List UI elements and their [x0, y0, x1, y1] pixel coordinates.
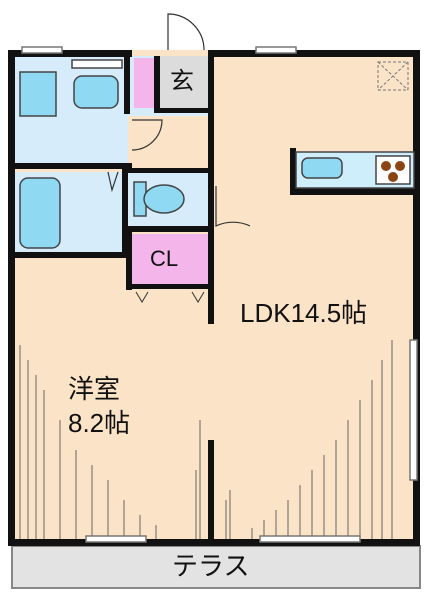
terrace-label: テラス: [172, 551, 250, 581]
refrigerator-space: [377, 61, 409, 91]
interior-walls: [8, 50, 414, 540]
wash-basin: [19, 71, 57, 117]
door-swings: [107, 13, 251, 227]
ldk-floor-lines: [225, 340, 393, 540]
entrance-floor: [160, 56, 210, 112]
kitchen-sink: [301, 157, 343, 179]
western-room-size-label: 8.2帖: [68, 408, 131, 438]
closet-area: [132, 234, 208, 286]
washer-pan: [73, 75, 119, 109]
entrance-label: 玄: [170, 68, 194, 95]
ldk-room-label: LDK14.5帖: [240, 298, 368, 328]
western-room-floor-lines: [19, 345, 201, 540]
western-room-label: 洋室: [68, 374, 121, 404]
closet-label: CL: [150, 246, 179, 271]
corridor-floor: [128, 116, 210, 172]
washroom-top-shelf: [71, 59, 123, 69]
shoe-storage: [134, 58, 154, 108]
closet-door-marks: [135, 291, 205, 303]
windows: [21, 46, 418, 543]
stove-icon: [375, 155, 411, 185]
outer-walls: [8, 50, 420, 546]
toilet-fixture: [133, 181, 185, 217]
bathtub: [19, 177, 61, 249]
